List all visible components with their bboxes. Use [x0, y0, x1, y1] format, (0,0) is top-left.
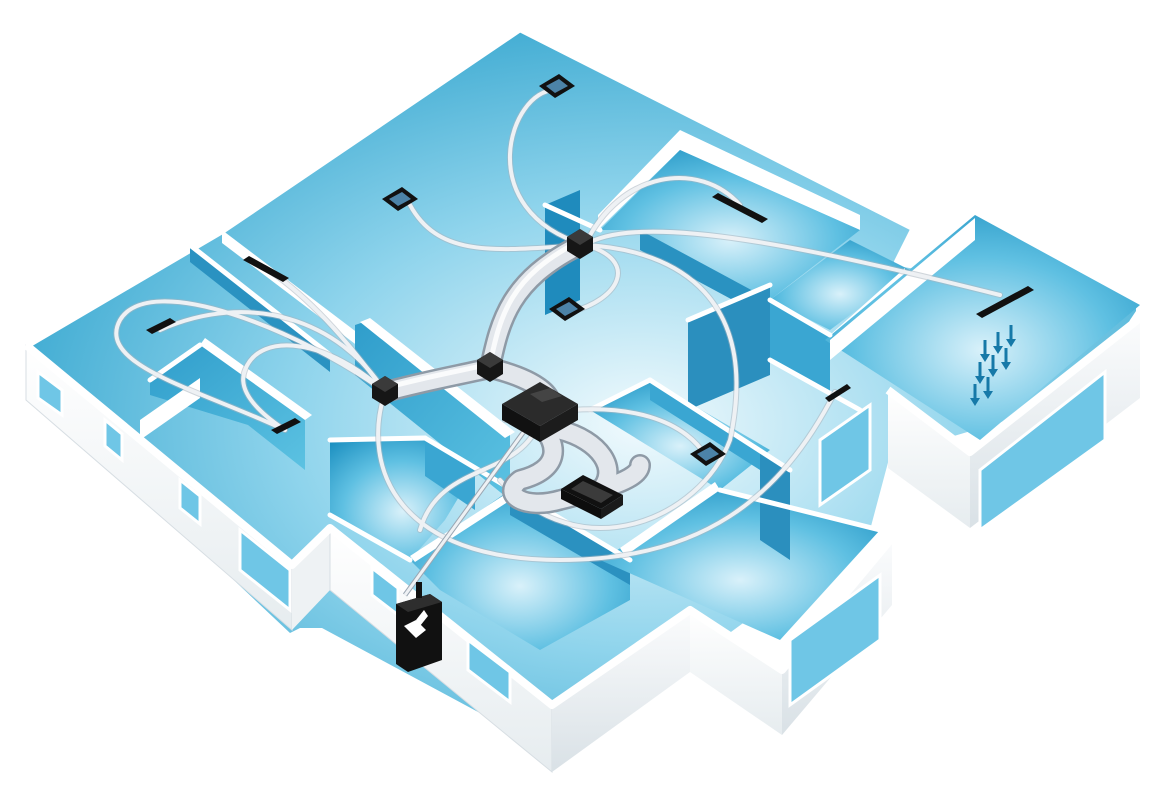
ventilation-unit-icon: [502, 382, 578, 442]
room-wall: [688, 285, 770, 410]
window: [788, 572, 882, 708]
room-wall: [770, 300, 830, 395]
air-vent-icon: [825, 384, 851, 402]
room-wall: [650, 380, 760, 470]
duct-junctions: [372, 229, 593, 406]
duct-junction-icon: [372, 376, 398, 406]
air-vent-icon: [976, 286, 1034, 318]
main-ducts: [374, 234, 651, 515]
room-wall: [825, 215, 1140, 440]
duct-junction-icon: [477, 352, 503, 382]
air-vent-icon: [539, 74, 575, 98]
window: [36, 369, 64, 418]
window: [818, 402, 872, 508]
airflow-arrow-icon: [1001, 348, 1011, 370]
air-vent-icon: [271, 418, 301, 434]
airflow-arrow-icon: [983, 377, 993, 399]
exterior-wall-center-left: [292, 528, 330, 630]
air-vent-icon: [690, 442, 726, 466]
window: [466, 636, 512, 706]
air-vent-icon: [561, 475, 623, 519]
room-wall: [590, 380, 770, 490]
airflow-arrow-icon: [993, 332, 1003, 354]
duct-junction-icon: [567, 229, 593, 259]
air-vents: [146, 74, 1034, 519]
window: [238, 526, 292, 614]
airflow-arrows: [970, 325, 1016, 406]
room-wall: [830, 218, 975, 360]
airflow-arrow-icon: [980, 340, 990, 362]
room-wall: [600, 150, 860, 300]
airflow-arrow-icon: [975, 362, 985, 384]
interior-walls: [140, 130, 1140, 650]
room-wall: [600, 490, 880, 640]
room-wall: [598, 130, 860, 230]
room-wall: [355, 320, 510, 500]
annex-wall-front: [888, 390, 970, 528]
air-vent-icon: [712, 193, 768, 223]
room-wall: [410, 488, 520, 562]
airflow-arrow-icon: [988, 355, 998, 377]
air-vent-icon: [382, 187, 418, 211]
exterior-wall-right-wing: [690, 610, 782, 735]
airflow-arrow-icon: [1006, 325, 1016, 347]
exhaust-duct: [402, 428, 528, 597]
airflow-arrow-icon: [970, 384, 980, 406]
room-wall: [200, 338, 312, 420]
air-vent-icon: [146, 318, 176, 334]
roof-exhaust-icon: [396, 582, 442, 672]
window: [103, 416, 124, 464]
exterior-wall-center-right: [552, 610, 690, 772]
flexible-hoses: [113, 87, 1003, 564]
room-wall: [620, 482, 720, 556]
window: [978, 368, 1107, 533]
air-vent-icon: [243, 256, 289, 282]
air-vent-icon: [549, 297, 585, 321]
room-wall: [425, 438, 475, 510]
windows: [36, 368, 1107, 708]
room-wall: [140, 378, 200, 440]
window: [178, 476, 202, 528]
